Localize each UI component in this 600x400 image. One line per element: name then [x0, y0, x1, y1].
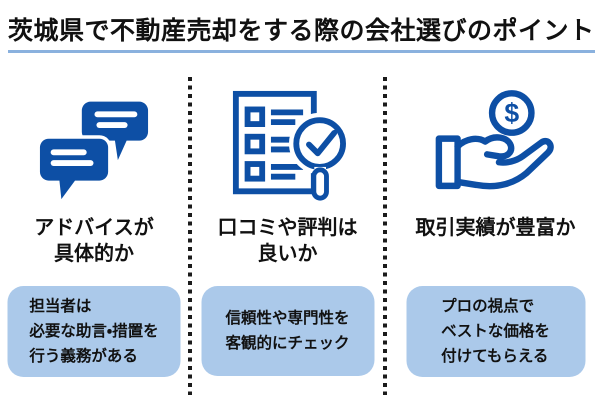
- vertical-dotted-divider: [188, 77, 192, 395]
- column-heading: 口コミや評判は 良いか: [217, 217, 358, 266]
- chat-bubbles-icon: [36, 101, 149, 202]
- column-advice: アドバイスが 具体的か 担当者は 必要な助言・措置を 行う義務がある: [0, 75, 188, 400]
- chat-bubbles-icon: [0, 81, 188, 211]
- checklist-magnifier-icon: [232, 90, 349, 201]
- detail-box: プロの視点で ベストな価格を 付けてもらえる: [406, 286, 585, 378]
- vertical-dotted-divider: [383, 77, 387, 395]
- column-reviews: 口コミや評判は 良いか 信頼性や専門性を 客観的にチェック: [196, 75, 379, 400]
- detail-text: 信頼性や専門性を 客観的にチェック: [225, 309, 350, 352]
- hand-coin-icon: $: [435, 90, 554, 190]
- checklist-magnifier-icon: [196, 81, 379, 211]
- hand-coin-icon: $: [391, 81, 600, 211]
- column-heading: アドバイスが 具体的か: [34, 217, 154, 266]
- detail-text: プロの視点で ベストな価格を 付けてもらえる: [441, 298, 550, 366]
- detail-box: 信頼性や専門性を 客観的にチェック: [201, 286, 374, 376]
- page-title: 茨城県で不動産売却をする際の会社選びのポイント: [8, 11, 595, 53]
- column-heading: 取引実績が豊富か: [415, 217, 576, 239]
- dollar-sign: $: [504, 98, 519, 128]
- detail-text: 担当者は 必要な助言・措置を 行う義務がある: [29, 298, 159, 366]
- detail-box: 担当者は 必要な助言・措置を 行う義務がある: [7, 286, 181, 378]
- column-track-record: $ 取引実績が豊富か プロの視点で ベストな価格を 付けてもらえる: [391, 75, 600, 400]
